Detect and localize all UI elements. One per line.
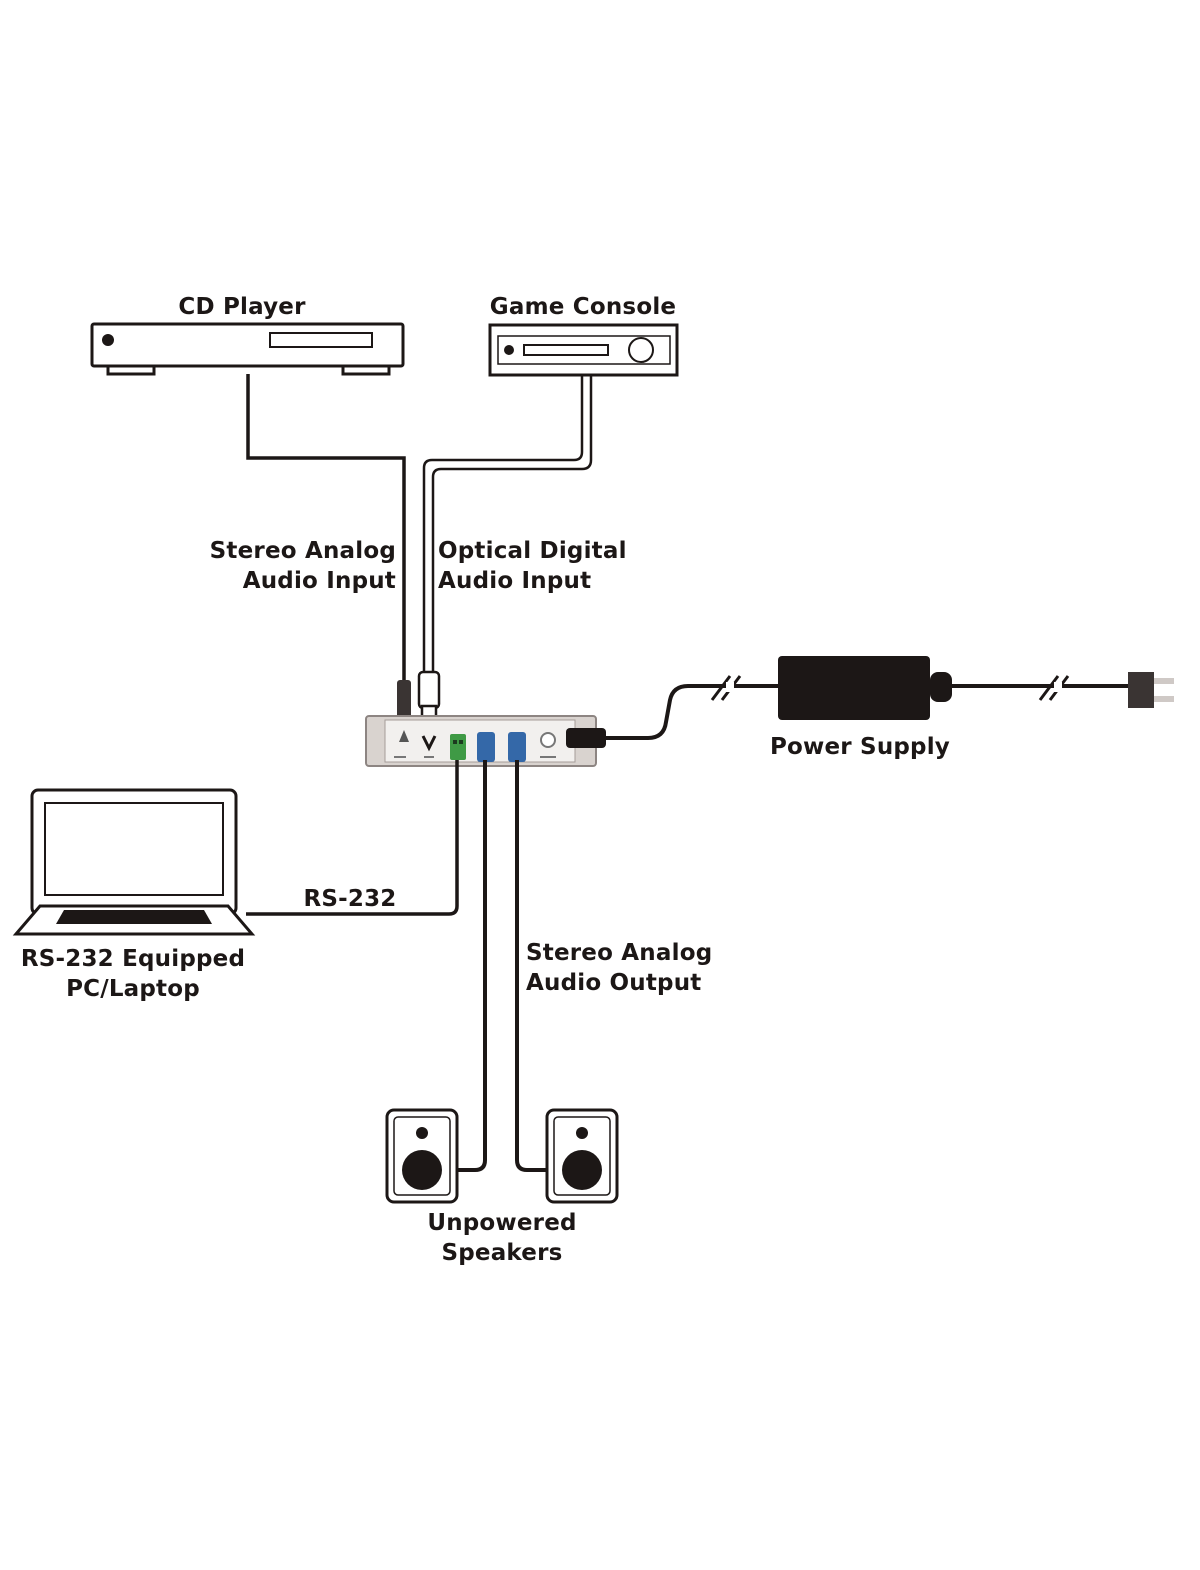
tweeter-icon xyxy=(576,1127,588,1139)
audio-hub-device xyxy=(365,715,597,767)
analog-output-label-line1: Stereo Analog xyxy=(526,940,713,966)
analog-plug-icon xyxy=(397,680,411,720)
laptop-device xyxy=(12,788,256,936)
speakers-label-line2: Speakers xyxy=(441,1240,563,1266)
speaker-terminal-left-icon xyxy=(477,732,495,762)
power-supply-device xyxy=(778,656,952,720)
speaker-right-device xyxy=(545,1108,619,1204)
rs232-terminal-icon xyxy=(450,734,466,760)
rs232-label-text: RS-232 xyxy=(303,886,397,912)
speaker-cables xyxy=(456,760,548,1172)
wall-plug-icon xyxy=(1128,672,1174,708)
power-cable xyxy=(596,684,1130,740)
analog-input-label-line2: Audio Input xyxy=(242,568,396,594)
dial-icon xyxy=(628,337,654,363)
rs232-cable xyxy=(246,760,459,916)
dc-plug-icon xyxy=(566,728,606,748)
cd-player-label-text: CD Player xyxy=(178,294,306,320)
game-console-label: Game Console xyxy=(480,292,686,322)
analog-input-label: Stereo Analog Audio Input xyxy=(190,536,396,596)
laptop-label-line2: PC/Laptop xyxy=(66,976,200,1002)
speakers-label-line1: Unpowered xyxy=(427,1210,577,1236)
laptop-label: RS-232 Equipped PC/Laptop xyxy=(18,944,248,1004)
optical-input-cable xyxy=(422,375,593,680)
rs232-label: RS-232 xyxy=(300,884,400,914)
optical-jack-icon xyxy=(421,735,437,752)
speaker-left-device xyxy=(385,1108,459,1204)
power-supply-label-text: Power Supply xyxy=(770,734,950,760)
speaker-terminal-right-icon xyxy=(508,732,526,762)
disc-tray-icon xyxy=(269,332,373,348)
woofer-icon xyxy=(402,1150,442,1190)
power-supply-label: Power Supply xyxy=(770,732,950,762)
game-console-label-text: Game Console xyxy=(489,294,677,320)
keyboard-icon xyxy=(56,910,212,924)
analog-output-label-line2: Audio Output xyxy=(526,970,702,996)
cd-player-device xyxy=(90,322,405,376)
speakers-label: Unpowered Speakers xyxy=(402,1208,602,1268)
analog-input-label-line1: Stereo Analog xyxy=(209,538,396,564)
laptop-label-line1: RS-232 Equipped xyxy=(20,946,246,972)
analog-jack-icon xyxy=(399,730,409,742)
tweeter-icon xyxy=(416,1127,428,1139)
optical-input-label-line1: Optical Digital xyxy=(438,538,627,564)
optical-input-label-line2: Audio Input xyxy=(438,568,592,594)
analog-output-label: Stereo Analog Audio Output xyxy=(526,938,726,998)
analog-input-cable xyxy=(246,374,406,690)
woofer-icon xyxy=(562,1150,602,1190)
dc-jack-icon xyxy=(540,732,556,748)
power-button-icon xyxy=(102,334,114,346)
disc-slot-icon xyxy=(523,344,609,356)
game-console-device xyxy=(488,323,679,377)
power-button-icon xyxy=(504,345,514,355)
cd-player-label: CD Player xyxy=(172,292,312,322)
optical-input-label: Optical Digital Audio Input xyxy=(438,536,638,596)
